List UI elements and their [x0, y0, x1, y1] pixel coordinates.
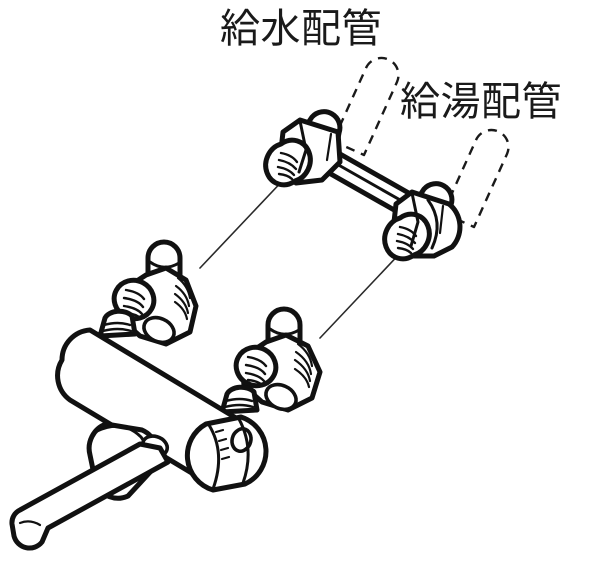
- spout-icon: [9, 441, 171, 551]
- elbow-fitting-icon: [263, 109, 343, 188]
- threaded-nipple-icon: [219, 384, 260, 415]
- dashed-pipe-icon: [441, 128, 510, 229]
- label-cold-water-piping: 給水配管: [220, 6, 382, 52]
- elbow-fitting-icon: [382, 181, 463, 262]
- temperature-dial-icon[interactable]: [184, 414, 269, 493]
- rib-detail: [173, 276, 192, 321]
- thread-detail: [244, 355, 268, 387]
- eccentric-union-icon: [233, 306, 323, 413]
- thread-detail: [276, 151, 299, 181]
- leader-line-hot: [319, 247, 406, 339]
- thread-detail: [101, 321, 133, 333]
- thread-detail: [223, 397, 255, 409]
- rib-detail: [293, 342, 314, 389]
- thread-detail: [395, 225, 418, 255]
- threaded-nipple-icon: [97, 308, 138, 339]
- leader-line-cold: [199, 174, 289, 269]
- dashed-pipe-icon: [331, 56, 400, 157]
- dial-graduations: [214, 428, 231, 461]
- eccentric-union-icon: [111, 239, 199, 347]
- label-hot-water-piping: 給湯配管: [400, 79, 562, 125]
